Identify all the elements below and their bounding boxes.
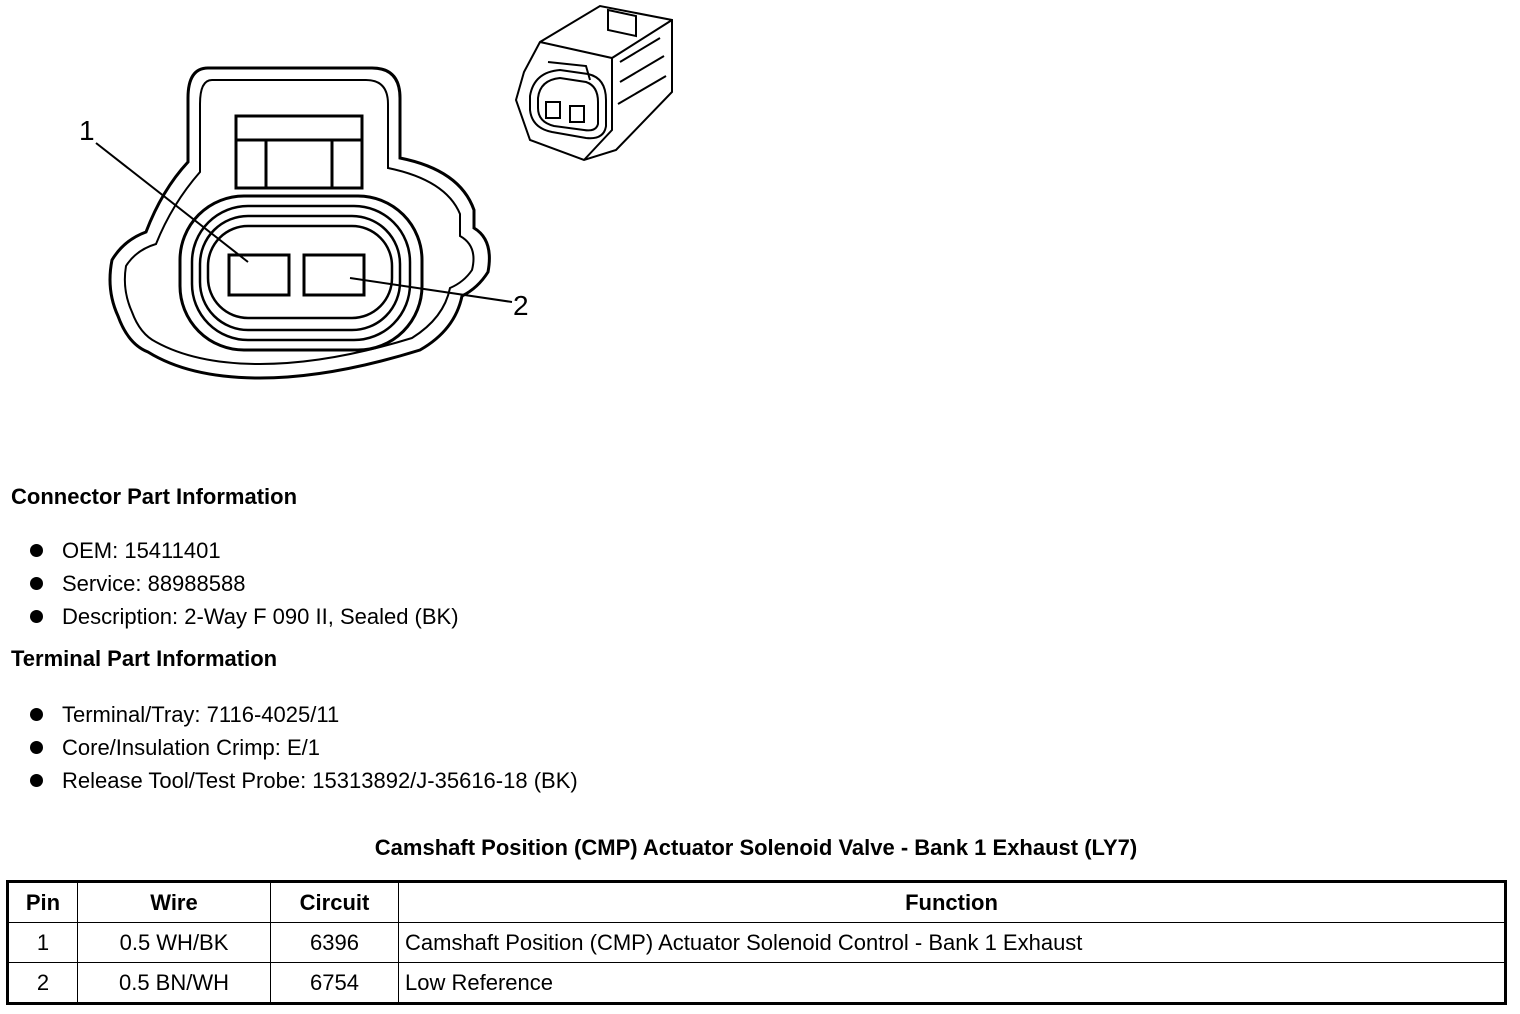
list-item: Terminal/Tray: 7116-4025/11 xyxy=(0,698,578,731)
connector-oem: OEM: 15411401 xyxy=(62,538,221,563)
latch-post-left xyxy=(234,138,268,190)
terminal-cavity-2 xyxy=(302,253,366,297)
seal-ring-outer xyxy=(178,194,424,352)
leader-line-pin-2 xyxy=(349,277,513,303)
table-row: 1 0.5 WH/BK 6396 Camshaft Position (CMP)… xyxy=(7,922,1506,963)
leader-line-pin-1 xyxy=(95,142,249,263)
column-header-circuit: Circuit xyxy=(270,881,399,923)
list-item: Core/Insulation Crimp: E/1 xyxy=(0,731,578,764)
cell-function: Low Reference xyxy=(398,962,1506,1004)
cell-wire: 0.5 WH/BK xyxy=(77,922,271,963)
column-header-wire: Wire xyxy=(77,881,271,923)
terminal-part-info-list: Terminal/Tray: 7116-4025/11 Core/Insulat… xyxy=(0,698,578,797)
list-item: Release Tool/Test Probe: 15313892/J-3561… xyxy=(0,764,578,797)
bullet-icon xyxy=(30,577,43,590)
connector-description: Description: 2-Way F 090 II, Sealed (BK) xyxy=(62,604,459,629)
cell-circuit: 6754 xyxy=(270,962,399,1004)
seal-ring-inner xyxy=(206,224,394,320)
list-item: Service: 88988588 xyxy=(0,567,459,600)
terminal-cavity-1 xyxy=(227,253,291,297)
bullet-icon xyxy=(30,708,43,721)
list-item: OEM: 15411401 xyxy=(0,534,459,567)
latch-post-right xyxy=(330,138,364,190)
column-header-function: Function xyxy=(398,881,1506,923)
table-header-row: Pin Wire Circuit Function xyxy=(7,881,1506,923)
cell-pin: 2 xyxy=(7,962,78,1004)
terminal-tray: Terminal/Tray: 7116-4025/11 xyxy=(62,702,340,727)
release-tool-test-probe: Release Tool/Test Probe: 15313892/J-3561… xyxy=(62,768,578,793)
list-item: Description: 2-Way F 090 II, Sealed (BK) xyxy=(0,600,459,633)
cell-pin: 1 xyxy=(7,922,78,963)
pin-1-label: 1 xyxy=(79,115,95,146)
core-insulation-crimp: Core/Insulation Crimp: E/1 xyxy=(62,735,320,760)
connector-diagram xyxy=(95,4,673,380)
cell-function: Camshaft Position (CMP) Actuator Solenoi… xyxy=(398,922,1506,963)
cell-circuit: 6396 xyxy=(270,922,399,963)
terminal-part-info-heading: Terminal Part Information xyxy=(11,646,278,671)
cell-wire: 0.5 BN/WH xyxy=(77,962,271,1004)
column-header-pin: Pin xyxy=(7,881,78,923)
pinout-table: Pin Wire Circuit Function 1 0.5 WH/BK 63… xyxy=(6,880,1507,1005)
bullet-icon xyxy=(30,774,43,787)
connector-service: Service: 88988588 xyxy=(62,571,246,596)
connector-outer-outline xyxy=(108,66,491,380)
pin-2-label: 2 xyxy=(513,290,529,321)
bullet-icon xyxy=(30,610,43,623)
bullet-icon xyxy=(30,741,43,754)
seal-ring-2 xyxy=(190,204,412,342)
bullet-icon xyxy=(30,544,43,557)
connector-inner-outline xyxy=(123,79,475,366)
connector-part-info-heading: Connector Part Information xyxy=(11,484,298,509)
seal-ring-3 xyxy=(198,214,402,332)
connector-isometric-icon xyxy=(514,4,673,162)
latch-bar xyxy=(234,114,364,142)
table-row: 2 0.5 BN/WH 6754 Low Reference xyxy=(7,962,1506,1004)
pinout-table-title: Camshaft Position (CMP) Actuator Solenoi… xyxy=(374,835,1138,860)
connector-part-info-list: OEM: 15411401 Service: 88988588 Descript… xyxy=(0,534,459,633)
